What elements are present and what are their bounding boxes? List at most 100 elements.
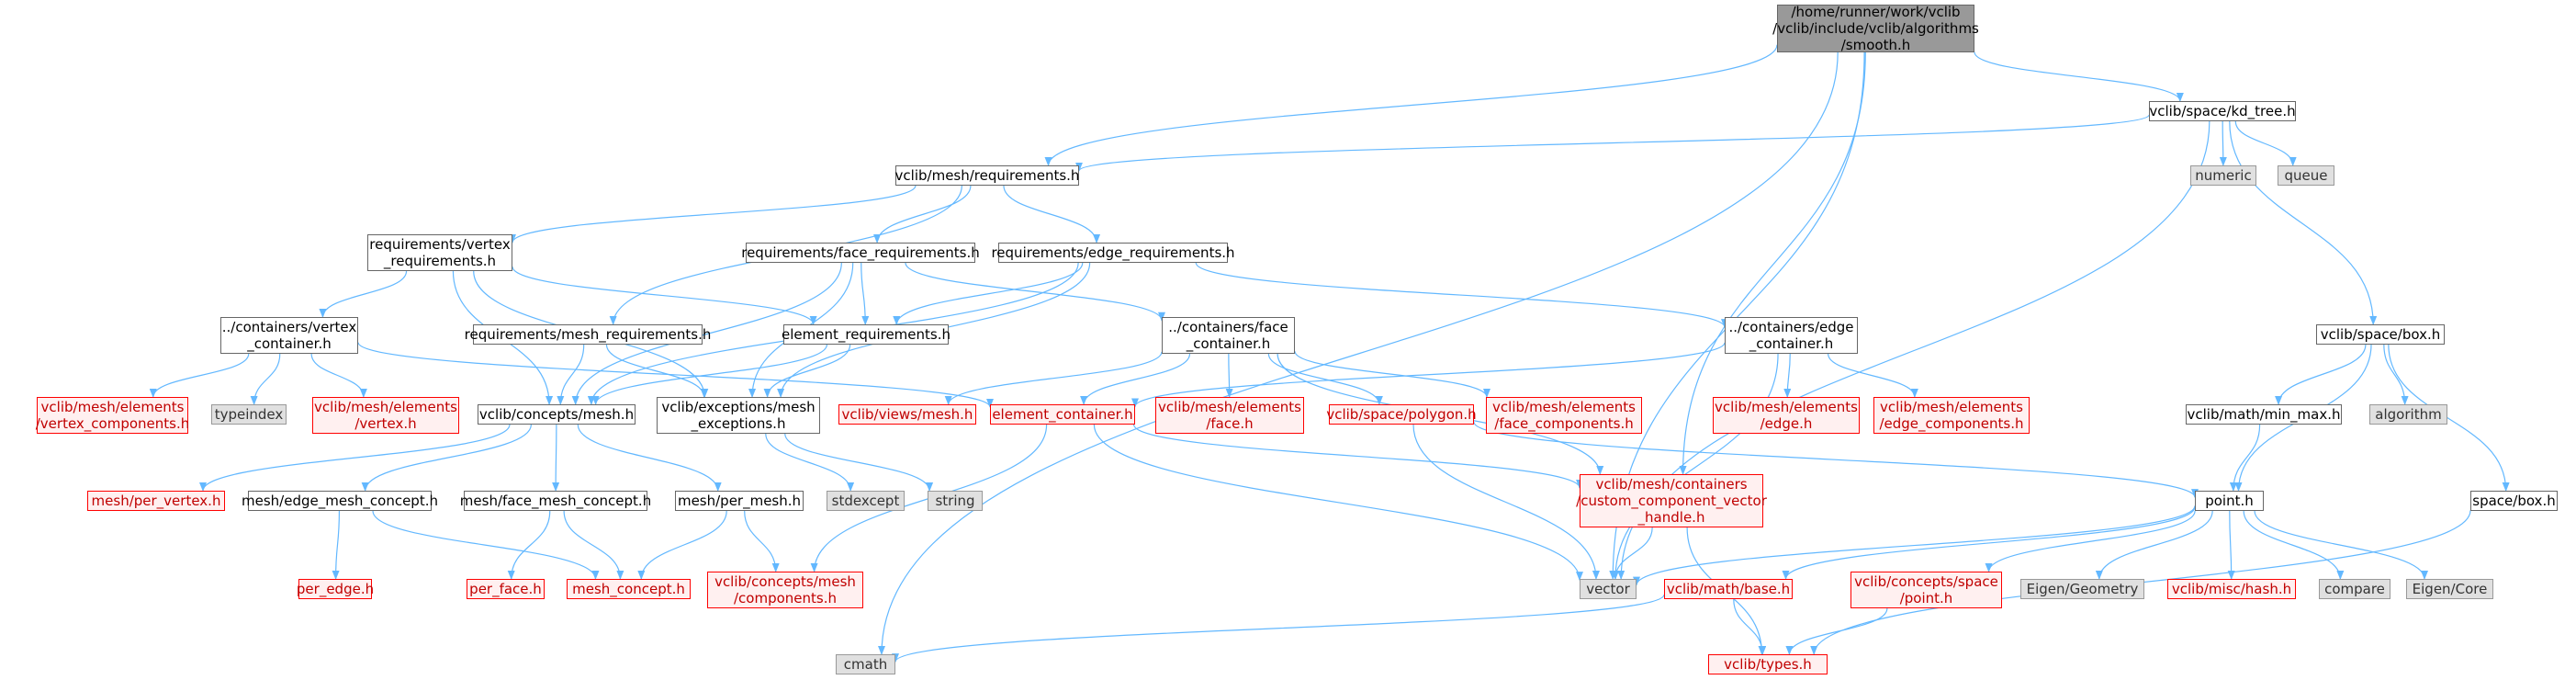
node-numeric[interactable]: numeric [2190, 165, 2256, 186]
edge-point-to-math_base [1782, 506, 2196, 580]
edge-point-to-eigen_geometry [2095, 510, 2213, 580]
edge-containers_vertex-to-element_container [357, 342, 994, 408]
edge-space_polygon-to-point [1473, 422, 2199, 499]
node-concepts-mesh-components-h[interactable]: vclib/concepts/mesh /components.h [707, 572, 863, 608]
node-cmath[interactable]: cmath [836, 654, 895, 674]
node-face-requirements-h[interactable]: requirements/face_requirements.h [741, 243, 980, 263]
edge-concepts_mesh-to-per_vertex [199, 424, 511, 492]
edge-point-to-vector [1633, 505, 2196, 586]
edge-concepts_mesh-to-edge_mesh_concept [361, 424, 532, 492]
edge-edge_mesh_concept-to-mesh_concept [372, 510, 600, 580]
node-element-container-h[interactable]: element_container.h [990, 404, 1135, 425]
node-vertex-container-h[interactable]: ../containers/vertex _container.h [220, 317, 358, 354]
edge-min_max-to-point [2229, 424, 2261, 492]
node-edge-components-h[interactable]: vclib/mesh/elements /edge_components.h [1873, 397, 2030, 434]
edge-edge_requirements-to-containers_edge [1195, 262, 1728, 329]
node-space-polygon-h[interactable]: vclib/space/polygon.h [1326, 404, 1477, 425]
edge-per_mesh-to-mesh_concept [637, 510, 727, 580]
edge-math_base-to-types [1733, 598, 1767, 655]
node-elements-edge-h[interactable]: vclib/mesh/elements /edge.h [1713, 397, 1860, 434]
edge-point-to-compare [2243, 510, 2345, 580]
edge-per_mesh-to-concepts_mesh_components [744, 510, 780, 572]
edge-concepts_space_point-to-types [1785, 607, 1888, 655]
node-types-h[interactable]: vclib/types.h [1708, 654, 1828, 674]
node-eigen-core[interactable]: Eigen/Core [2406, 579, 2493, 599]
node-custom-component-vector-handle-h[interactable]: vclib/mesh/containers /custom_component_… [1576, 474, 1767, 527]
node-queue[interactable]: queue [2278, 165, 2334, 186]
node-string[interactable]: string [928, 491, 983, 511]
node-vertex-requirements-h[interactable]: requirements/vertex _requirements.h [367, 234, 512, 271]
node-face-components-h[interactable]: vclib/mesh/elements /face_components.h [1486, 397, 1642, 434]
node-elements-vertex-h[interactable]: vclib/mesh/elements /vertex.h [312, 397, 459, 434]
node-space-box-h[interactable]: vclib/space/box.h [2316, 324, 2445, 345]
edge-custom_component-to-vector [1611, 527, 1653, 580]
node-per-edge-h[interactable]: per_edge.h [296, 579, 375, 599]
edge-req_mesh_requirements-to-concepts_mesh [557, 344, 585, 405]
node-vector[interactable]: vector [1580, 579, 1637, 599]
node-min-max-h[interactable]: vclib/math/min_max.h [2186, 404, 2342, 425]
edge-space_box-to-algorithm [2383, 344, 2409, 405]
node-stdexcept[interactable]: stdexcept [827, 491, 905, 511]
node-edge-requirements-h[interactable]: requirements/edge_requirements.h [991, 243, 1235, 263]
edge-kd_tree-to-mesh_requirements [1075, 114, 2150, 172]
node-mesh-concept-h[interactable]: mesh_concept.h [567, 579, 691, 599]
edge-exceptions_mesh-to-stdexcept [765, 433, 855, 492]
edge-kd_tree-to-space_box [2229, 120, 2378, 325]
node-point-h[interactable]: point.h [2195, 491, 2264, 511]
node-face-container-h[interactable]: ../containers/face _container.h [1162, 317, 1295, 354]
edge-element_container-to-vector [1093, 424, 1583, 582]
edge-mesh_requirements-to-face_requirements [873, 185, 972, 244]
edge-space_polygon-to-vector [1412, 424, 1600, 580]
edge-element_requirements-to-exceptions_mesh [763, 344, 851, 398]
edge-containers_edge-to-element_container [1131, 342, 1726, 408]
node-per-face-h[interactable]: per_face.h [467, 579, 545, 599]
node-concepts-space-point-h[interactable]: vclib/concepts/space /point.h [1850, 572, 2002, 608]
edge-containers_face-to-elements_face [1225, 353, 1233, 398]
edge-kd_tree-to-queue [2234, 120, 2297, 166]
edge-containers_face-to-face_components [1294, 351, 1490, 398]
node-req-mesh-requirements-h[interactable]: requirements/mesh_requirements.h [464, 324, 712, 345]
node-algorithm[interactable]: algorithm [2369, 404, 2447, 425]
edge-math_base-to-cmath [892, 594, 1665, 663]
node-concepts-mesh-h[interactable]: vclib/concepts/mesh.h [478, 404, 636, 425]
node-vertex-components-h[interactable]: vclib/mesh/elements /vertex_components.h [35, 397, 190, 434]
edge-root-to-kd_tree [1974, 51, 2184, 102]
edge-concepts_mesh-to-per_mesh [577, 424, 722, 492]
edge-containers_face-to-space_polygon [1267, 353, 1383, 405]
node-edge-container-h[interactable]: ../containers/edge _container.h [1725, 317, 1858, 354]
node-eigen-geometry[interactable]: Eigen/Geometry [2020, 579, 2144, 599]
node-space-box-h-2[interactable]: space/box.h [2470, 491, 2558, 511]
node-per-vertex-h[interactable]: mesh/per_vertex.h [87, 491, 225, 511]
edge-vertex_requirements-to-element_requirements [512, 266, 817, 325]
node-typeindex[interactable]: typeindex [211, 404, 287, 425]
node-elements-face-h[interactable]: vclib/mesh/elements /face.h [1155, 397, 1304, 434]
edge-point-to-eigen_core [2254, 510, 2428, 580]
node-per-mesh-h[interactable]: mesh/per_mesh.h [675, 491, 804, 511]
edge-req_mesh_requirements-to-exceptions_mesh [605, 344, 708, 398]
edge-element_requirements-to-concepts_mesh [591, 344, 827, 405]
node-exceptions-mesh-h[interactable]: vclib/exceptions/mesh _exceptions.h [657, 397, 820, 434]
node-smooth-h-root[interactable]: /home/runner/work/vclib /vclib/include/v… [1772, 4, 1979, 53]
edge-space_box-to-min_max [2275, 344, 2367, 405]
edge-containers_face-to-views_mesh [944, 351, 1163, 405]
edge-containers_edge-to-elements_edge [1783, 353, 1792, 398]
dependency-edges [149, 44, 2510, 663]
edge-containers_vertex-to-typeindex [250, 353, 281, 405]
node-element-requirements-h[interactable]: element_requirements.h [782, 324, 951, 345]
edge-root-to-cmath [878, 51, 1839, 655]
edge-containers_edge-to-edge_components [1828, 353, 1918, 398]
edge-edge_mesh_concept-to-per_edge [332, 510, 341, 580]
edge-face_requirements-to-element_requirements [861, 262, 870, 325]
edge-concepts_mesh-to-face_mesh_concept [552, 424, 560, 492]
node-compare[interactable]: compare [2319, 579, 2390, 599]
node-mesh-requirements-h[interactable]: vclib/mesh/requirements.h [894, 165, 1080, 186]
node-views-mesh-h[interactable]: vclib/views/mesh.h [838, 404, 976, 425]
node-math-base-h[interactable]: vclib/math/base.h [1664, 579, 1793, 599]
node-edge-mesh-concept-h[interactable]: mesh/edge_mesh_concept.h [242, 491, 438, 511]
edge-containers_face-to-element_container [1080, 353, 1191, 405]
node-misc-hash-h[interactable]: vclib/misc/hash.h [2167, 579, 2296, 599]
node-face-mesh-concept-h[interactable]: mesh/face_mesh_concept.h [459, 491, 652, 511]
edge-element_container-to-custom_component [1132, 424, 1583, 489]
edge-point-to-concepts_space_point [1985, 510, 2196, 572]
node-kd-tree-h[interactable]: vclib/space/kd_tree.h [2149, 101, 2296, 121]
